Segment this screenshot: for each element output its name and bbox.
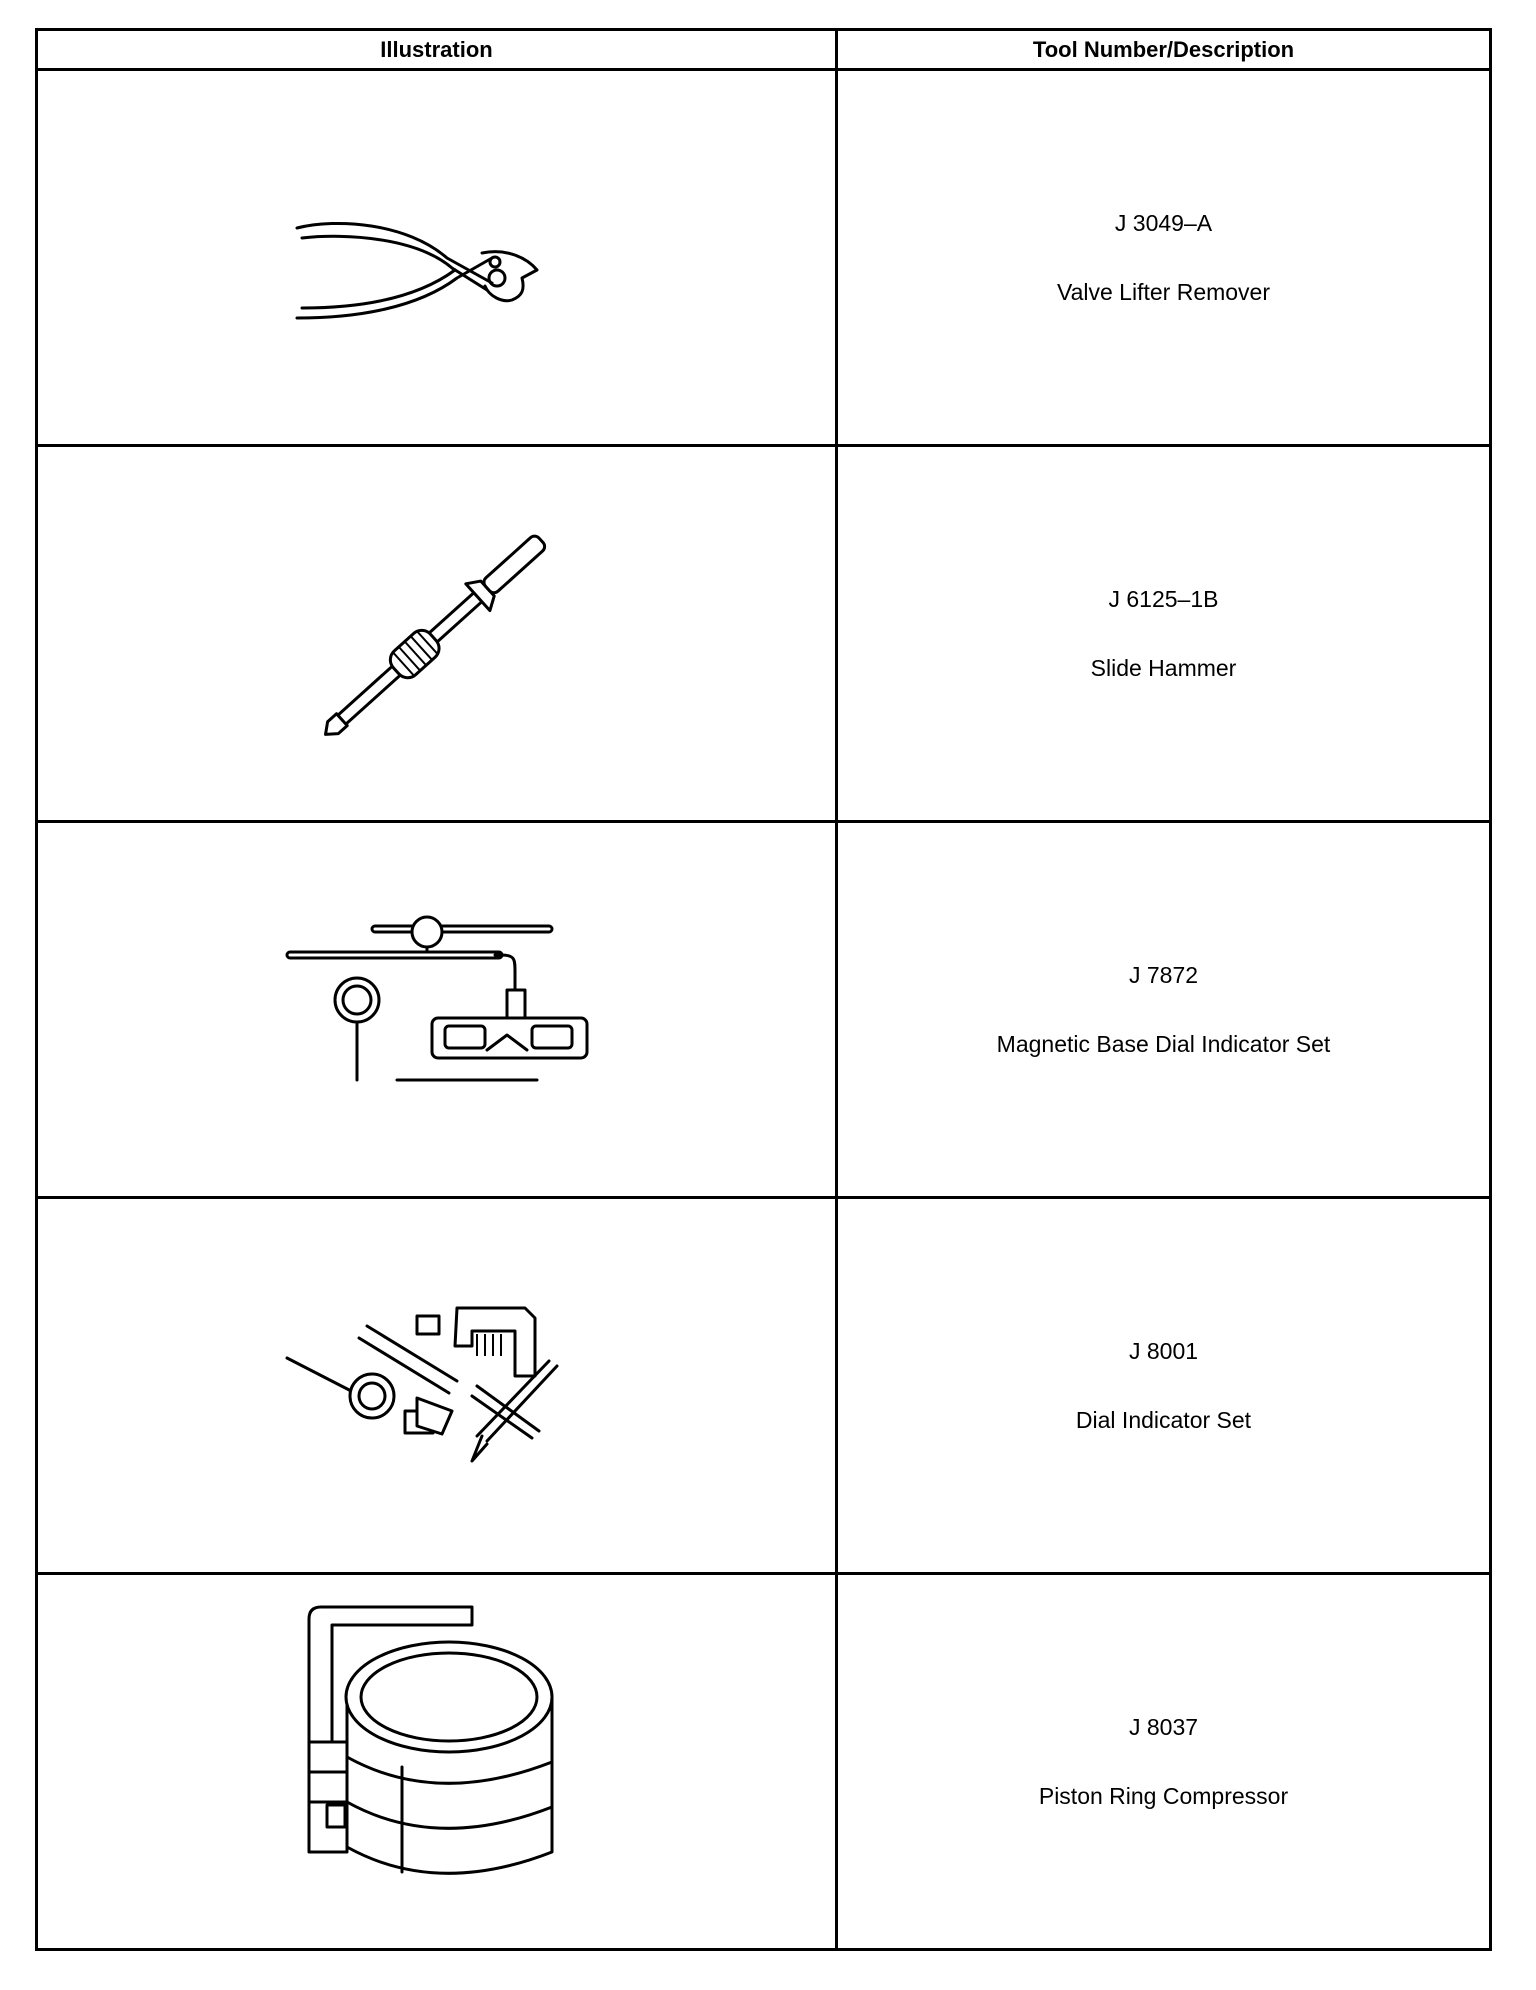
illustration-cell — [35, 68, 838, 447]
table-row: J 6125–1B Slide Hammer — [35, 444, 1492, 823]
tool-number: J 8037 — [1128, 1713, 1199, 1740]
description-cell: J 3049–A Valve Lifter Remover — [835, 68, 1492, 447]
table-row: J 3049–A Valve Lifter Remover — [35, 68, 1492, 447]
tool-number: J 6125–1B — [1108, 585, 1219, 612]
illustration-cell — [35, 820, 838, 1199]
tool-description: Valve Lifter Remover — [1056, 278, 1271, 305]
description-cell: J 6125–1B Slide Hammer — [835, 444, 1492, 823]
tool-number: J 7872 — [1128, 961, 1199, 988]
tool-description: Piston Ring Compressor — [1038, 1782, 1289, 1809]
description-cell: J 8037 Piston Ring Compressor — [835, 1572, 1492, 1951]
description-cell: J 8001 Dial Indicator Set — [835, 1196, 1492, 1575]
tool-description: Dial Indicator Set — [1075, 1406, 1252, 1433]
table-header-row: Illustration Tool Number/Description — [35, 28, 1492, 71]
piston-ring-compressor-icon — [307, 1605, 553, 1875]
description-column-header: Tool Number/Description — [835, 28, 1492, 71]
tool-description: Slide Hammer — [1090, 654, 1237, 681]
tools-table: Illustration Tool Number/Description J 3… — [35, 28, 1492, 1951]
table-row: J 8001 Dial Indicator Set — [35, 1196, 1492, 1575]
slide-hammer-icon — [323, 534, 546, 736]
description-cell: J 7872 Magnetic Base Dial Indicator Set — [835, 820, 1492, 1199]
tool-description: Magnetic Base Dial Indicator Set — [996, 1030, 1331, 1057]
table-row: J 7872 Magnetic Base Dial Indicator Set — [35, 820, 1492, 1199]
illustration-cell — [35, 444, 838, 823]
pliers-icon — [295, 221, 538, 319]
tool-number: J 3049–A — [1114, 209, 1213, 236]
table-row: J 8037 Piston Ring Compressor — [35, 1572, 1492, 1951]
magnetic-base-dial-indicator-icon — [285, 915, 588, 1081]
illustration-cell — [35, 1572, 838, 1951]
illustration-column-header: Illustration — [35, 28, 838, 71]
dial-indicator-set-icon — [285, 1306, 558, 1462]
illustration-cell — [35, 1196, 838, 1575]
tool-number: J 8001 — [1128, 1337, 1199, 1364]
